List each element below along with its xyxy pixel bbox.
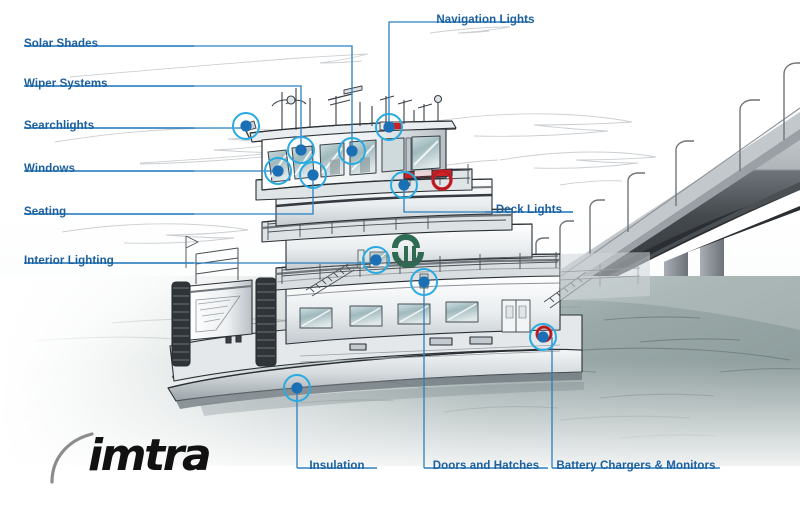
callout-label-solar-shades[interactable]: Solar Shades bbox=[24, 38, 99, 50]
callout-label-insulation[interactable]: Insulation bbox=[309, 460, 365, 472]
hull bbox=[167, 235, 583, 409]
callout-label-windows[interactable]: Windows bbox=[24, 163, 76, 175]
callout-label-battery-chargers[interactable]: Battery Chargers & Monitors bbox=[556, 460, 716, 472]
imtra-logo[interactable]: imtra bbox=[48, 430, 212, 486]
callout-label-navigation-lights[interactable]: Navigation Lights bbox=[436, 14, 535, 26]
callout-label-seating[interactable]: Seating bbox=[24, 206, 67, 218]
fender-forward bbox=[171, 281, 191, 367]
navigation-light-fixture bbox=[379, 121, 403, 131]
stairs bbox=[305, 263, 355, 297]
callout-label-doors-and-hatches[interactable]: Doors and Hatches bbox=[432, 460, 540, 472]
callout-label-wiper-systems[interactable]: Wiper Systems bbox=[24, 78, 108, 90]
callout-label-searchlights[interactable]: Searchlights bbox=[24, 120, 95, 132]
logo-wordmark: imtra bbox=[88, 430, 212, 481]
callout-label-interior-lighting[interactable]: Interior Lighting bbox=[24, 255, 114, 267]
callout-label-deck-lights[interactable]: Deck Lights bbox=[495, 204, 563, 216]
registered-mark-icon bbox=[196, 466, 200, 470]
deckhouse-windows bbox=[299, 301, 479, 329]
fender-aft bbox=[255, 277, 277, 367]
logo-swoosh-icon bbox=[50, 432, 94, 484]
deckhouse-doors bbox=[501, 299, 531, 333]
